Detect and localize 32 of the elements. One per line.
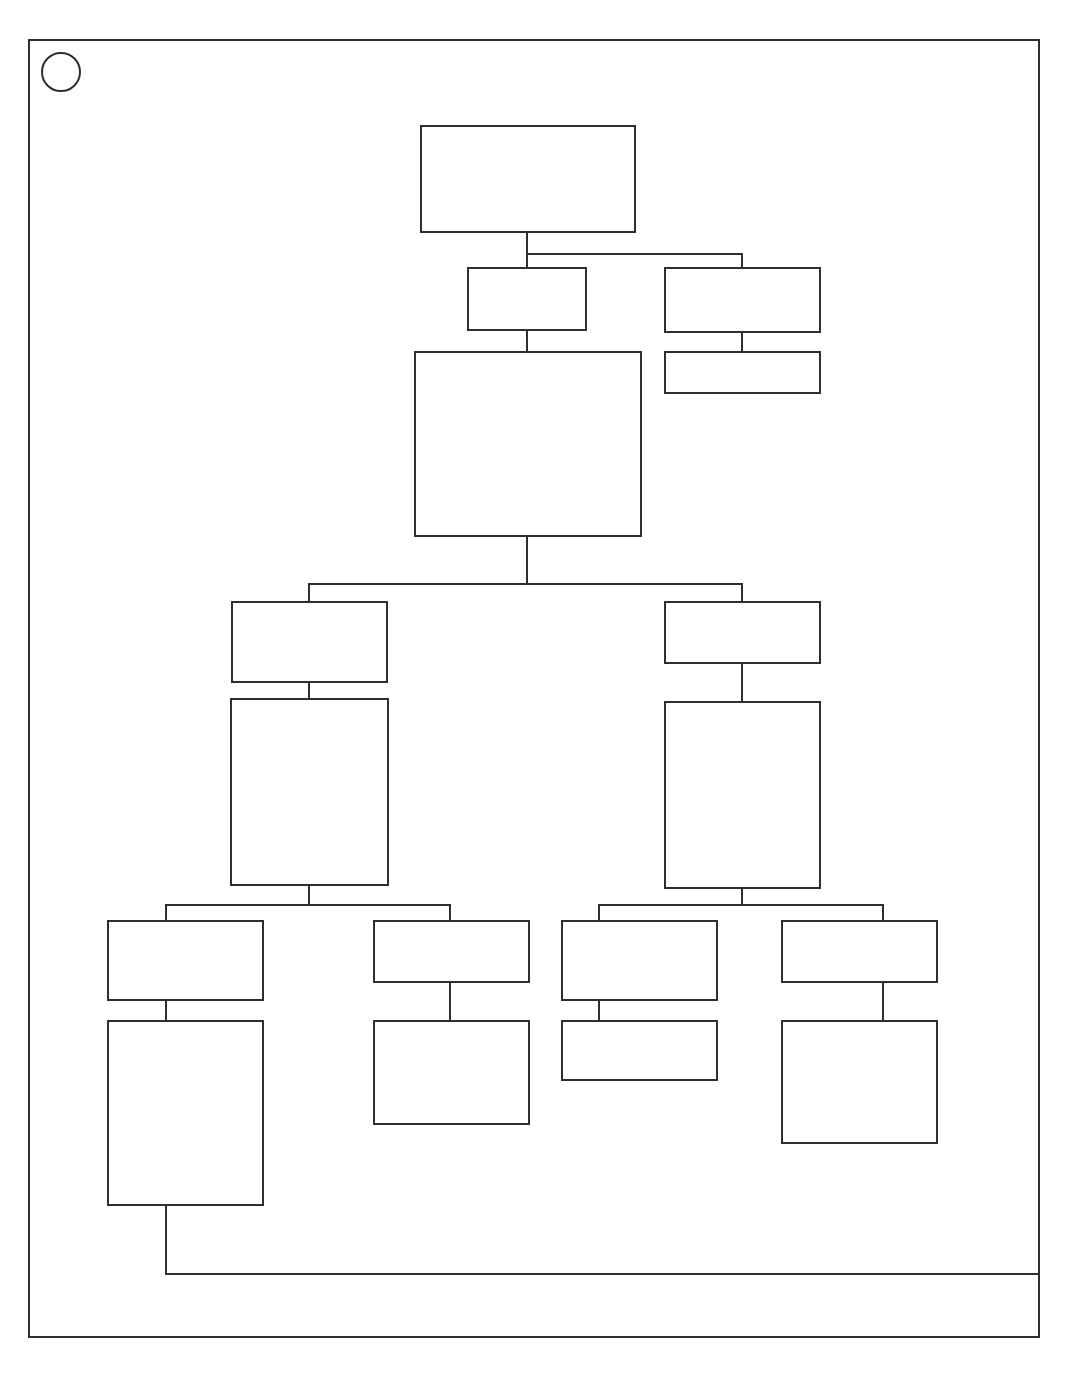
connector-line: [308, 682, 310, 699]
connector-line: [165, 1000, 167, 1021]
empty-box: [420, 125, 636, 233]
empty-box: [414, 351, 642, 537]
empty-box: [664, 267, 821, 333]
connector-line: [165, 1205, 1039, 1275]
outer-frame: [28, 39, 1040, 1338]
empty-box: [231, 601, 388, 683]
connector-line: [526, 232, 743, 268]
empty-box: [664, 351, 821, 394]
connector-line: [741, 888, 884, 921]
empty-box: [781, 920, 938, 983]
empty-box: [373, 1020, 530, 1125]
connector-line: [741, 332, 743, 352]
empty-box: [230, 698, 389, 886]
empty-box: [664, 701, 821, 889]
connector-line: [598, 1000, 600, 1021]
connector-line: [882, 982, 884, 1021]
empty-box: [107, 920, 264, 1001]
empty-box: [781, 1020, 938, 1144]
empty-box: [107, 1020, 264, 1206]
connector-line: [526, 536, 743, 602]
empty-box: [373, 920, 530, 983]
empty-circle: [41, 52, 81, 92]
empty-box: [664, 601, 821, 664]
connector-line: [308, 885, 451, 921]
connector-line: [449, 982, 451, 1021]
connector-line: [741, 663, 743, 702]
empty-box: [561, 920, 718, 1001]
empty-box: [467, 267, 587, 331]
connector-line: [526, 330, 528, 352]
empty-box: [561, 1020, 718, 1081]
